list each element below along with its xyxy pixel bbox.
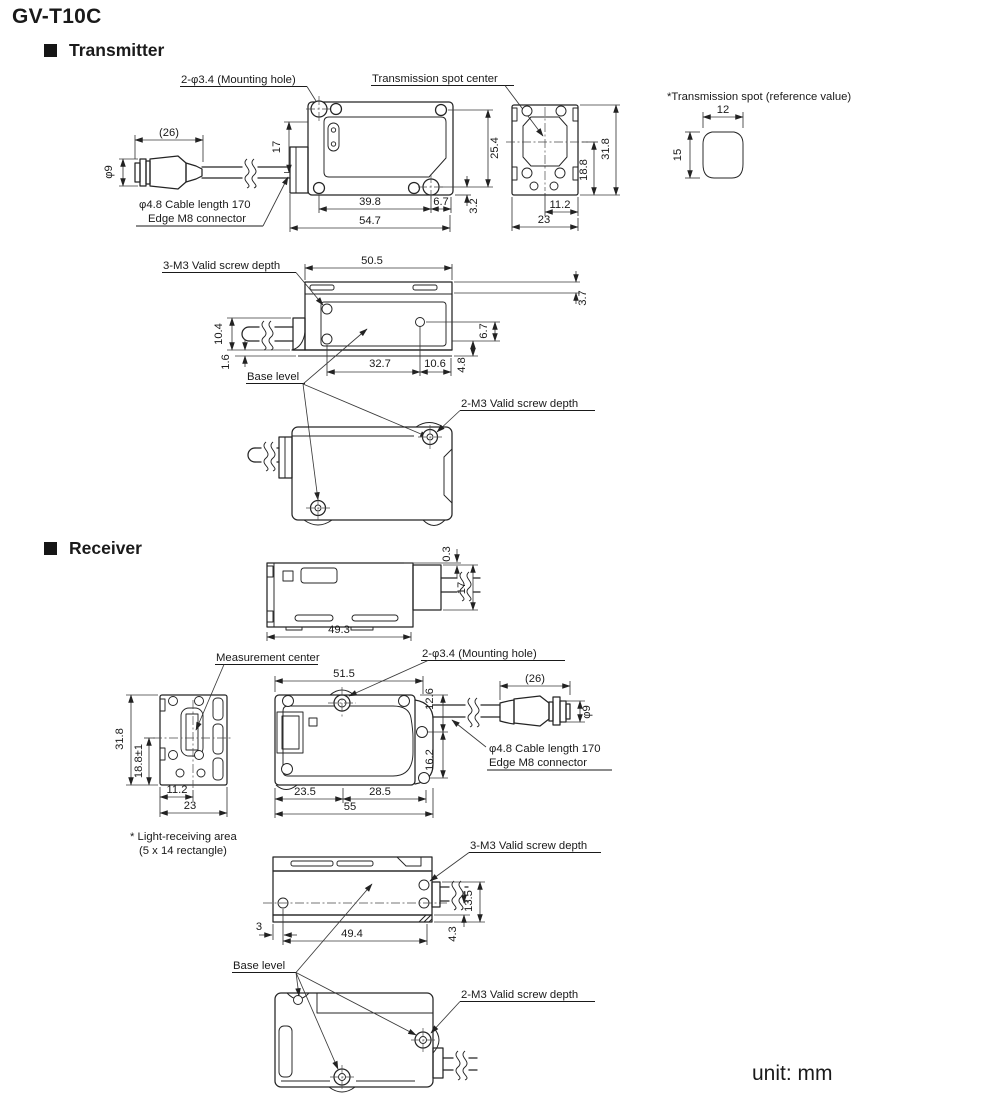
label-r-mounting-hole: 2-φ3.4 (Mounting hole)	[422, 648, 537, 660]
dim-17: 17	[271, 141, 283, 153]
dim-31-8: 31.8	[600, 138, 612, 160]
dim-54-7: 54.7	[359, 215, 381, 227]
dim-49-4: 49.4	[341, 928, 363, 940]
label-base-level: Base level	[247, 371, 299, 383]
dim-55: 55	[344, 801, 356, 813]
dim-4-8: 4.8	[456, 357, 468, 373]
transmitter-bottom-view: 2-M3 Valid screw depth	[247, 398, 595, 526]
label-light-area-1: * Light-receiving area	[130, 831, 237, 843]
receiver-end-view: 31.8 18.8±1 11.2 23 Measurement center	[114, 652, 320, 817]
dim-4-3: 4.3	[447, 926, 459, 942]
dim-r17: 17	[456, 582, 468, 594]
receiver-side-view: 13.5 4.3 3 49.4 3-M3 Valid screw depth	[256, 840, 601, 945]
dim-side-6-7: 6.7	[478, 323, 490, 339]
section-label: Receiver	[69, 538, 142, 558]
dim-0-3: 0.3	[441, 546, 453, 562]
dim-11-2: 11.2	[550, 199, 571, 211]
label-cable-1: φ4.8 Cable length 170	[139, 199, 251, 211]
receiver-bottom-view: Base level 2-M3 Valid screw depth	[232, 883, 595, 1093]
dim-rphi9: φ9	[581, 705, 593, 718]
label-r-cable-1: φ4.8 Cable length 170	[489, 743, 601, 755]
dim-26: (26)	[159, 127, 179, 139]
dim-49-3: 49.3	[328, 624, 350, 636]
transmitter-top-view: (26) φ9 17 25.4 3.2 39.8 6.7	[103, 73, 544, 232]
dim-3-7: 3.7	[577, 290, 589, 306]
dim-13-5: 13.5	[463, 890, 475, 912]
dim-3: 3	[256, 921, 262, 933]
receiver-front-view: (26) φ9 51.5 12.6 16.2 23.5 28.5	[130, 648, 612, 857]
dim-spot-12: 12	[717, 104, 729, 116]
dim-25-4: 25.4	[489, 137, 501, 159]
label-cable-2: Edge M8 connector	[148, 213, 246, 225]
label-screw2: 2-M3 Valid screw depth	[461, 398, 578, 410]
dim-r31-8: 31.8	[114, 728, 126, 750]
transmitter-end-view: 18.8 31.8 11.2 23	[506, 104, 620, 231]
unit-note: unit: mm	[752, 1062, 833, 1085]
dim-10-6: 10.6	[424, 358, 446, 370]
section-header-receiver: Receiver	[44, 538, 142, 559]
label-screw3: 3-M3 Valid screw depth	[163, 260, 280, 272]
label-meas-center: Measurement center	[216, 652, 320, 664]
dim-50-5: 50.5	[361, 255, 383, 267]
section-label: Transmitter	[69, 40, 165, 60]
dim-6-7: 6.7	[433, 196, 449, 208]
dim-51-5: 51.5	[333, 668, 355, 680]
dim-32-7: 32.7	[369, 358, 391, 370]
dim-23-5: 23.5	[294, 786, 316, 798]
label-spot-note: *Transmission spot (reference value)	[667, 91, 851, 103]
dim-r23: 23	[184, 800, 196, 812]
section-bullet-icon	[44, 44, 57, 57]
dim-18-8: 18.8	[578, 159, 590, 181]
receiver-top-view: 0.3 17 49.3	[266, 546, 481, 641]
dim-spot-15: 15	[672, 149, 684, 161]
dim-r26: (26)	[525, 673, 545, 685]
dim-16-2: 16.2	[424, 749, 436, 771]
section-header-transmitter: Transmitter	[44, 40, 164, 61]
dim-23: 23	[538, 214, 550, 226]
dim-39-8: 39.8	[359, 196, 381, 208]
label-spot-center: Transmission spot center	[372, 73, 498, 85]
section-bullet-icon	[44, 542, 57, 555]
label-r-screw2: 2-M3 Valid screw depth	[461, 989, 578, 1001]
label-mounting-hole: 2-φ3.4 (Mounting hole)	[181, 74, 296, 86]
dim-18-8pm1: 18.8±1	[133, 744, 145, 778]
dim-1-6: 1.6	[220, 354, 232, 370]
dim-10-4: 10.4	[213, 323, 225, 345]
dim-3-2: 3.2	[468, 198, 480, 214]
label-light-area-2: (5 x 14 rectangle)	[139, 845, 227, 857]
dim-12-6: 12.6	[424, 688, 436, 710]
dim-phi9: φ9	[103, 165, 115, 178]
label-r-screw3: 3-M3 Valid screw depth	[470, 840, 587, 852]
label-r-cable-2: Edge M8 connector	[489, 757, 587, 769]
dim-28-5: 28.5	[369, 786, 391, 798]
dim-r11-2: 11.2	[167, 784, 188, 796]
transmitter-side-view: 50.5 3.7 6.7 4.8 10.4 1.6	[162, 255, 589, 501]
label-r-base-level: Base level	[233, 960, 285, 972]
page-title: GV-T10C	[12, 5, 102, 28]
transmission-spot-detail: *Transmission spot (reference value) 12 …	[667, 91, 851, 179]
